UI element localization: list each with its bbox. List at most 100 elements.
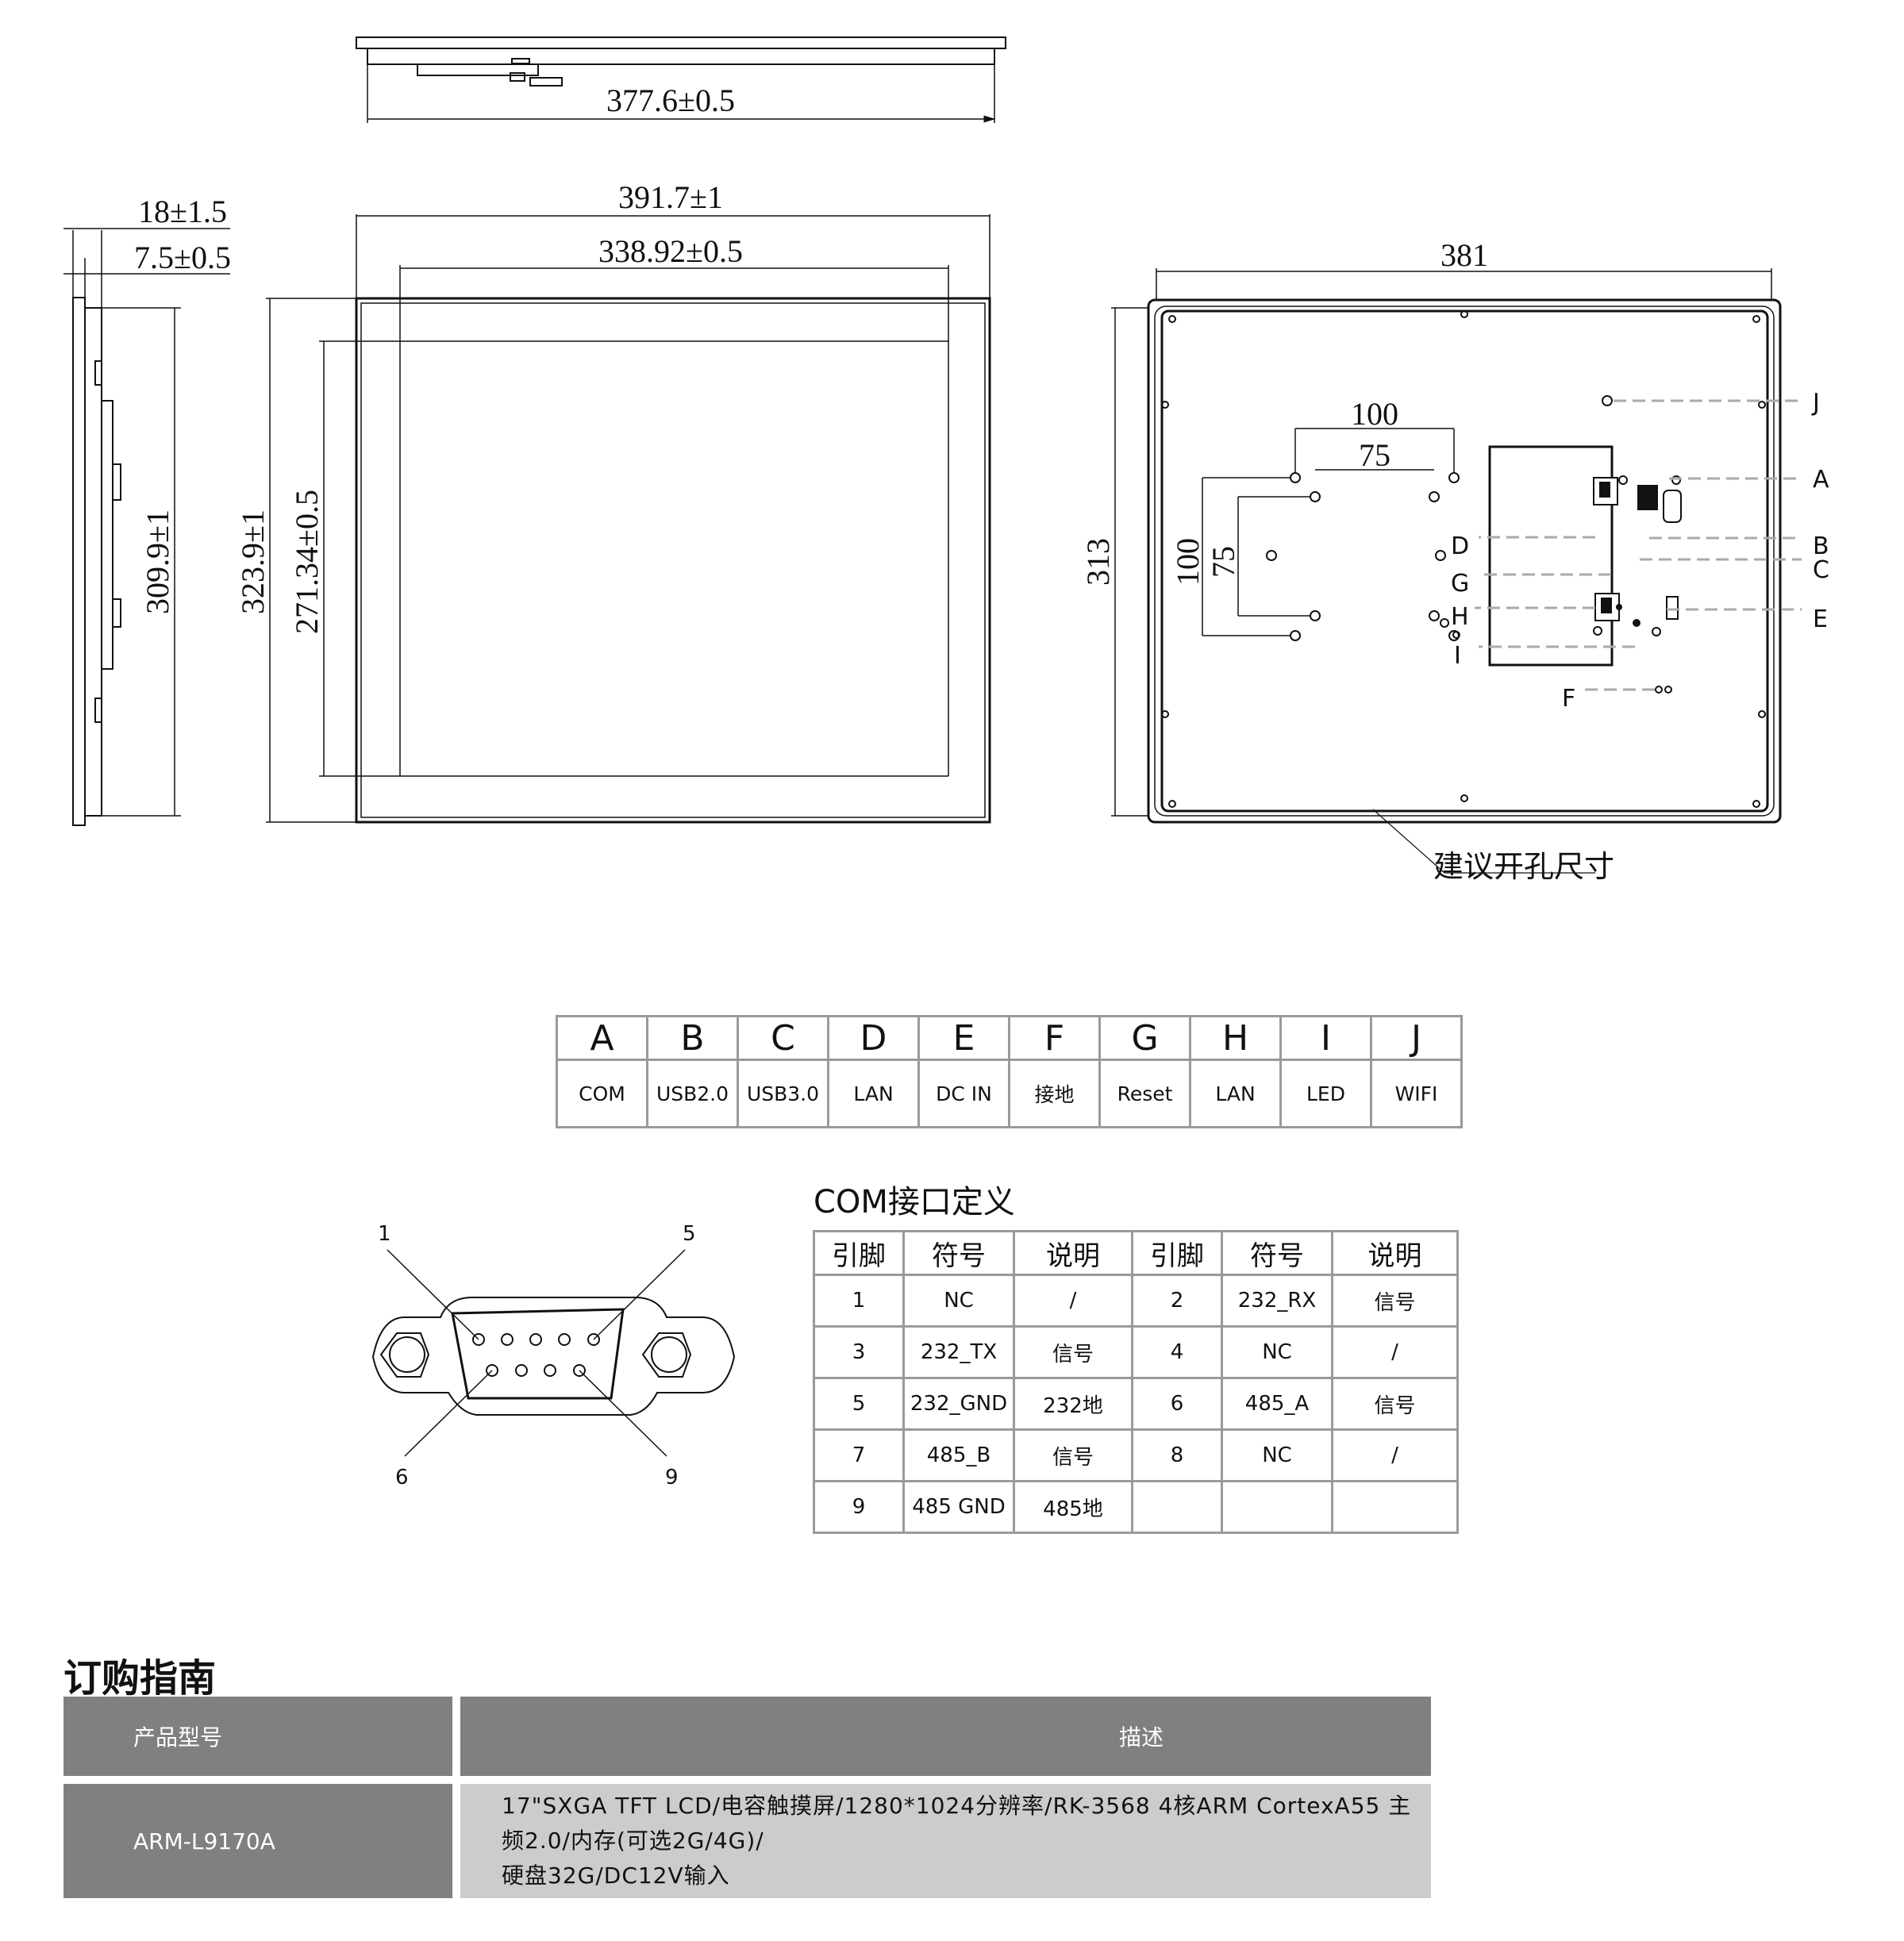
dim-vesa-75-v: 75 [1206,546,1241,578]
col-header: 符号 [902,1230,1015,1276]
product-description: 17"SXGA TFT LCD/电容触摸屏/1280*1024分辨率/RK-35… [460,1784,1431,1898]
callout-b: B [1813,532,1829,560]
legend-name: 接地 [1008,1059,1101,1128]
callout-d: D [1451,532,1469,560]
dim-back-height: 313 [1080,538,1116,586]
cutout-note: 建议开孔尺寸 [1433,849,1614,884]
dim-depth-front: 7.5±0.5 [134,240,231,275]
pin-label-6: 6 [395,1466,409,1489]
callout-f: F [1562,685,1575,713]
dim-display-width: 338.92±0.5 [598,233,743,269]
legend-name: COM [556,1059,648,1128]
legend-name: WIFI [1370,1059,1463,1128]
cell: 2 [1131,1274,1223,1328]
cell: 9 [813,1480,905,1534]
cell: / [1013,1274,1133,1328]
cell: 信号 [1013,1325,1133,1379]
dim-side-height: 309.9±1 [140,509,175,614]
cell: 485地 [1013,1480,1133,1534]
legend-name: LED [1279,1059,1372,1128]
callout-a: A [1813,466,1829,494]
cell [1131,1480,1223,1534]
legend-letter: G [1098,1015,1191,1061]
cell: 3 [813,1325,905,1379]
mechanical-drawing: 377.6±0.5 18±1.5 7.5±0.5 309.9±1 391.7±1… [63,37,1829,884]
pin-label-1: 1 [378,1222,391,1246]
top-view [356,37,1006,123]
dim-back-width: 381 [1441,237,1488,273]
cell: 485_A [1221,1377,1333,1431]
legend-name: LAN [1189,1059,1282,1128]
legend-letter: C [737,1015,829,1061]
cell: NC [1221,1325,1333,1379]
cell: NC [902,1274,1015,1328]
cell: 232_GND [902,1377,1015,1431]
cell [1331,1480,1459,1534]
legend-name: USB3.0 [737,1059,829,1128]
dim-depth-total: 18±1.5 [138,194,227,229]
com-definition-title: COM接口定义 [814,1184,1015,1220]
cell: 232_RX [1221,1274,1333,1328]
cell: 信号 [1331,1274,1459,1328]
callout-lines [1475,399,1802,691]
legend-letter: J [1370,1015,1463,1061]
side-view [63,228,230,826]
header-model: 产品型号 [63,1697,452,1776]
callout-i: I [1454,642,1461,670]
dim-vesa-100-h: 100 [1351,396,1398,432]
legend-letter: I [1279,1015,1372,1061]
legend-letter: B [646,1015,739,1061]
callout-e: E [1813,605,1828,633]
description-line-1: 17"SXGA TFT LCD/电容触摸屏/1280*1024分辨率/RK-35… [502,1793,1412,1854]
cell: 5 [813,1377,905,1431]
header-description: 描述 [460,1697,1431,1776]
legend-letter: H [1189,1015,1282,1061]
cell: 232地 [1013,1377,1133,1431]
cell: 信号 [1013,1428,1133,1482]
interface-legend-table: A B C D E F G H I J COM USB2.0 USB3.0 LA… [556,1015,1463,1128]
cell: 232_TX [902,1325,1015,1379]
ordering-row: ARM-L9170A 17"SXGA TFT LCD/电容触摸屏/1280*10… [63,1784,1431,1898]
legend-name: Reset [1098,1059,1191,1128]
cell [1221,1480,1333,1534]
legend-name: DC IN [917,1059,1010,1128]
cell: / [1331,1325,1459,1379]
legend-letter: A [556,1015,648,1061]
ordering-title: 订购指南 [63,1656,217,1701]
callout-c: C [1813,556,1829,584]
col-header: 说明 [1013,1230,1133,1276]
pin-label-9: 9 [665,1466,679,1489]
cell: 7 [813,1428,905,1482]
cell: 8 [1131,1428,1223,1482]
cell: 6 [1131,1377,1223,1431]
cell: NC [1221,1428,1333,1482]
ordering-header-row: 产品型号 描述 [63,1697,1431,1776]
callout-h: H [1451,603,1469,631]
front-view [266,214,991,824]
cell: 4 [1131,1325,1223,1379]
dim-vesa-100-v: 100 [1170,538,1206,586]
cell: 信号 [1331,1377,1459,1431]
dim-vesa-75-h: 75 [1359,437,1390,473]
legend-letter: E [917,1015,1010,1061]
cell: / [1331,1428,1459,1482]
col-header: 说明 [1331,1230,1459,1276]
back-view [1111,268,1782,874]
callout-g: G [1451,570,1469,598]
product-model: ARM-L9170A [63,1784,452,1898]
legend-name: LAN [827,1059,920,1128]
dim-top-width: 377.6±0.5 [606,83,735,118]
dim-outer-height: 323.9±1 [235,509,271,614]
description-line-2: 硬盘32G/DC12V输入 [502,1862,730,1889]
legend-letter: F [1008,1015,1101,1061]
cell: 485 GND [902,1480,1015,1534]
cell: 1 [813,1274,905,1328]
col-header: 引脚 [813,1230,905,1276]
col-header: 引脚 [1131,1230,1223,1276]
